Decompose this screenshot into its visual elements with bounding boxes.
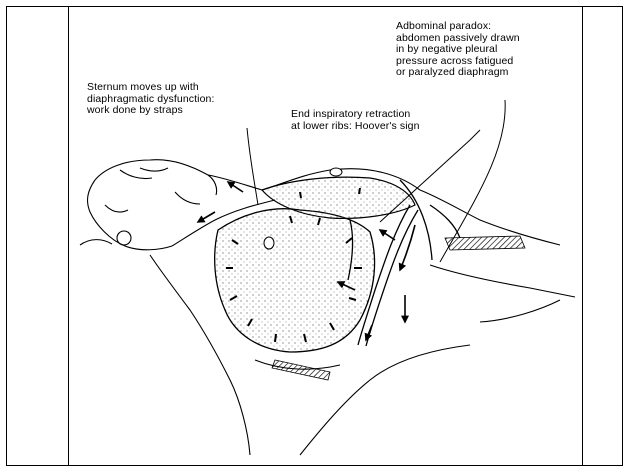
sternum-label: Sternum moves up with diaphragmatic dysf…	[87, 82, 307, 117]
hoover-sign-label: End inspiratory retraction at lower ribs…	[291, 109, 491, 132]
patient-head	[80, 160, 217, 250]
abdominal-paradox-label: Adbominal paradox: abdomen passively dra…	[396, 21, 576, 79]
